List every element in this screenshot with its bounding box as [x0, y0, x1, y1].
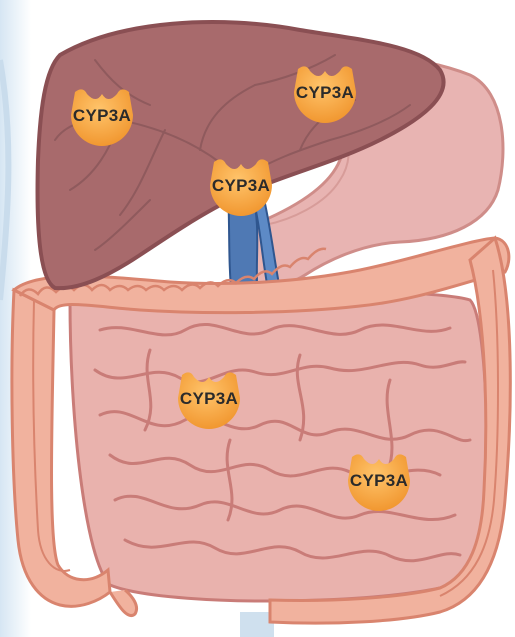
small-intestine — [70, 291, 486, 601]
enzyme-label: CYP3A — [296, 83, 354, 102]
enzyme-label: CYP3A — [180, 389, 238, 408]
enzyme-label: CYP3A — [350, 471, 408, 490]
enzyme-label: CYP3A — [212, 176, 270, 195]
enzyme-label: CYP3A — [73, 106, 131, 125]
